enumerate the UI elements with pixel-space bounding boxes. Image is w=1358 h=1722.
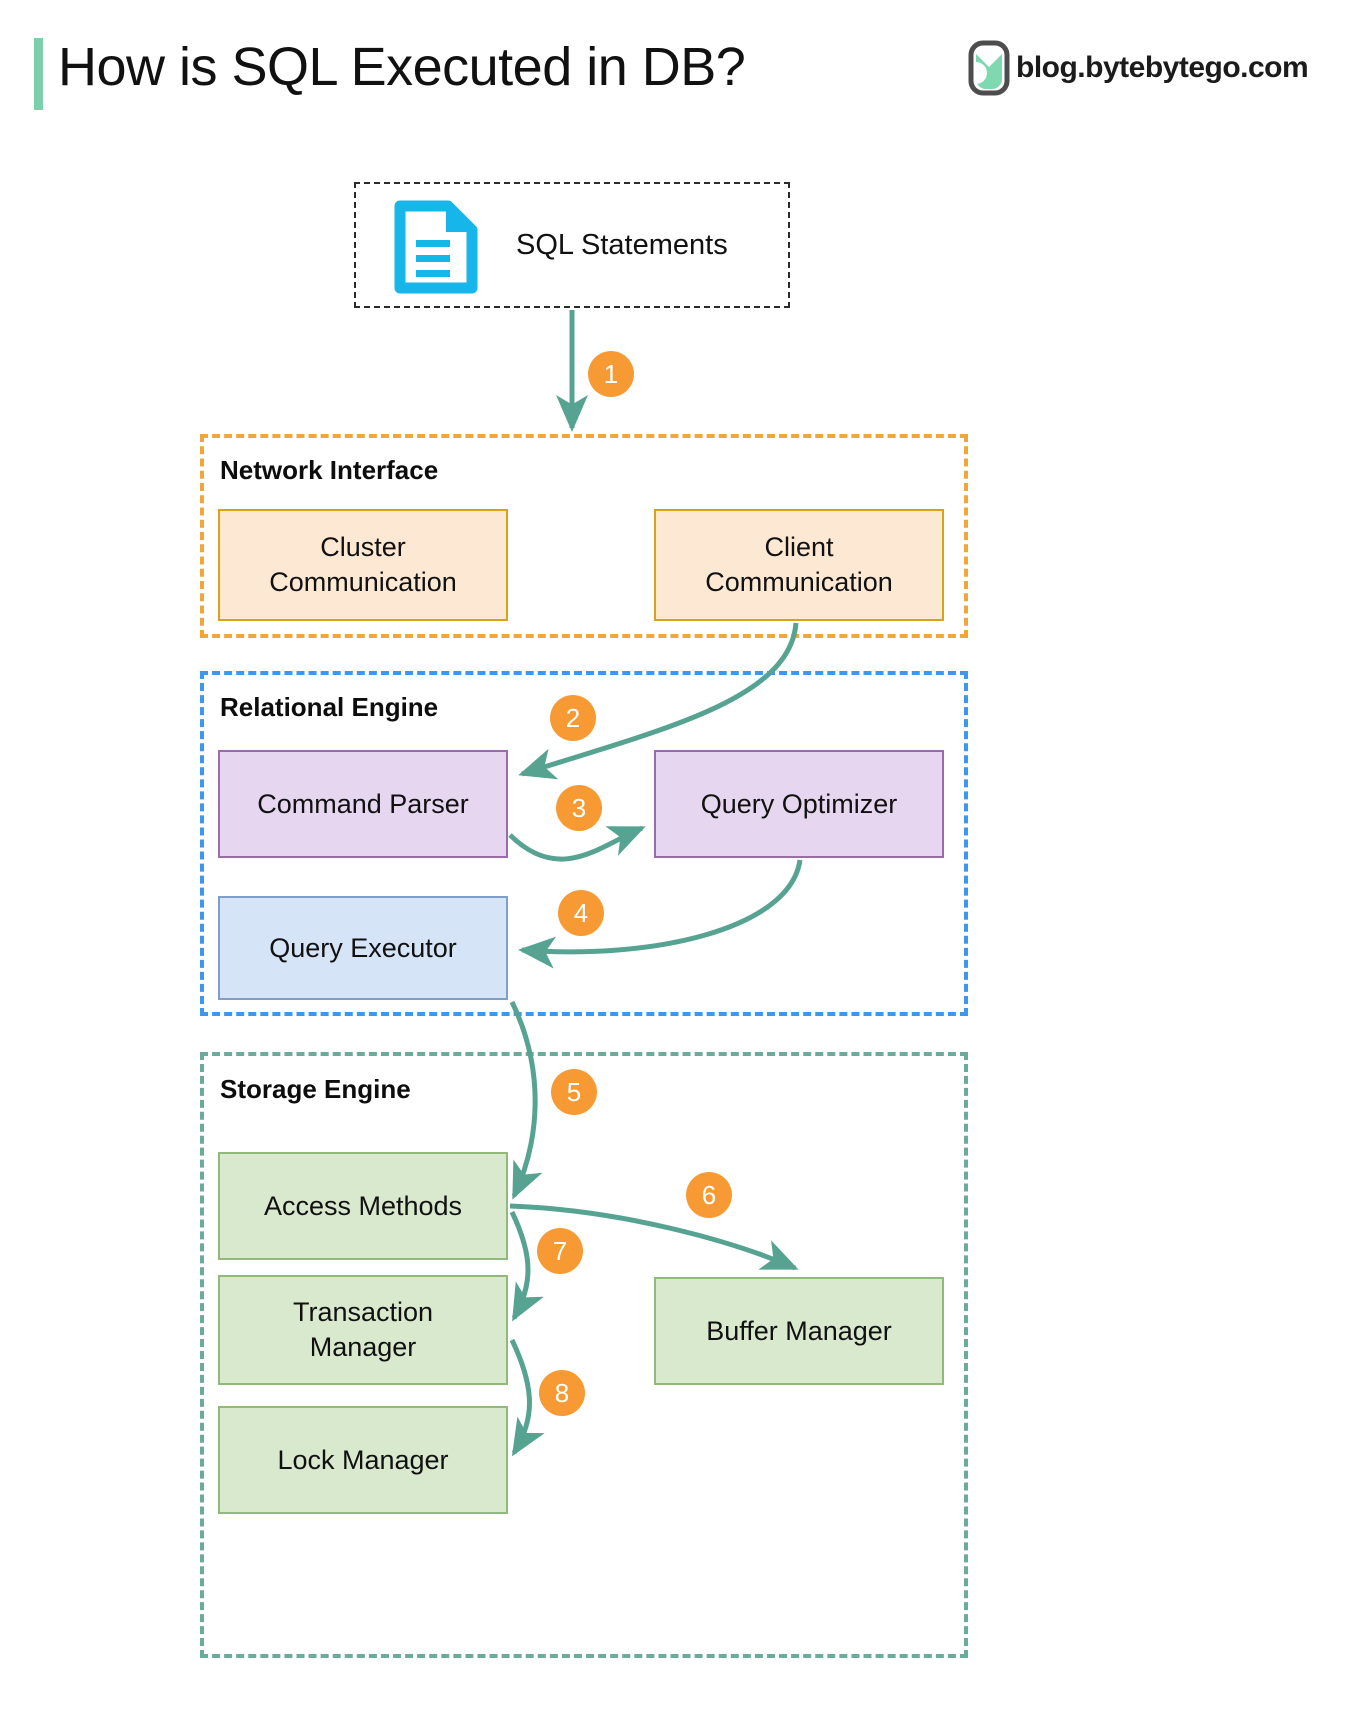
- node-buffer-manager[interactable]: Buffer Manager: [654, 1277, 944, 1385]
- sql-statements-box[interactable]: SQL Statements: [354, 182, 790, 308]
- transaction-manager-line1: Transaction: [292, 1297, 434, 1328]
- node-query-optimizer[interactable]: Query Optimizer: [654, 750, 944, 858]
- sql-statements-label: SQL Statements: [516, 228, 728, 261]
- node-client-communication[interactable]: Client Communication: [654, 509, 944, 621]
- group-storage-engine: [200, 1052, 968, 1658]
- step-badge-1: 1: [588, 351, 634, 397]
- header: How is SQL Executed in DB? blog.bytebyte…: [0, 0, 1358, 140]
- group-label-storage-engine: Storage Engine: [220, 1074, 411, 1104]
- step-badge-7: 7: [537, 1228, 583, 1274]
- transaction-manager-line2: Manager: [309, 1332, 417, 1362]
- cluster-communication-line1: Cluster: [320, 532, 406, 563]
- group-label-relational-engine: Relational Engine: [220, 692, 439, 722]
- document-icon: [394, 200, 478, 294]
- step-badge-3: 3: [556, 785, 602, 831]
- node-lock-manager[interactable]: Lock Manager: [218, 1406, 508, 1514]
- group-label-network-interface: Network Interface: [220, 455, 439, 485]
- brand-label: blog.bytebytego.com: [1016, 51, 1309, 84]
- client-communication-line2: Communication: [705, 567, 893, 597]
- client-communication-line1: Client: [764, 532, 834, 563]
- step-badge-4: 4: [558, 890, 604, 936]
- node-transaction-manager[interactable]: Transaction Manager: [218, 1275, 508, 1385]
- step-badge-5: 5: [551, 1069, 597, 1115]
- node-access-methods[interactable]: Access Methods: [218, 1152, 508, 1260]
- bytebytego-logo-icon: [968, 40, 1010, 96]
- title-accent-bar: [34, 38, 43, 110]
- brand: blog.bytebytego.com: [968, 40, 1309, 96]
- cluster-communication-line2: Communication: [269, 567, 457, 597]
- page-title: How is SQL Executed in DB?: [58, 37, 746, 97]
- step-badge-6: 6: [686, 1172, 732, 1218]
- step-badge-2: 2: [550, 695, 596, 741]
- step-badge-8: 8: [539, 1370, 585, 1416]
- node-cluster-communication[interactable]: Cluster Communication: [218, 509, 508, 621]
- node-query-executor[interactable]: Query Executor: [218, 896, 508, 1000]
- node-command-parser[interactable]: Command Parser: [218, 750, 508, 858]
